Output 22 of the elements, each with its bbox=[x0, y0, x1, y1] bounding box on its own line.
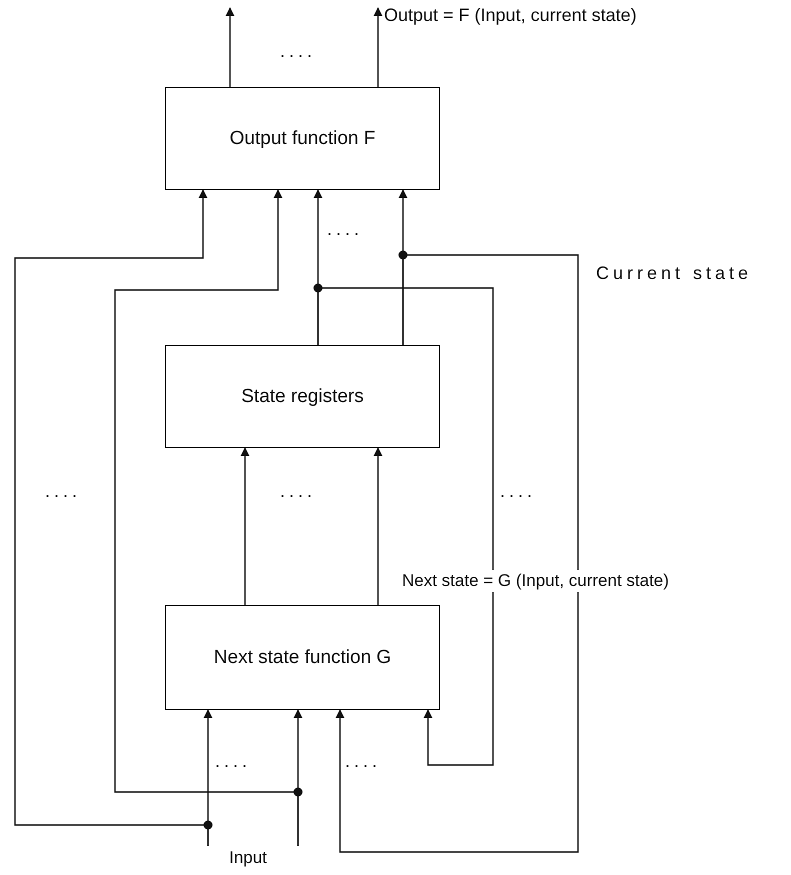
signal-label: Output = F (Input, current state) bbox=[384, 4, 684, 26]
function-block: Output function F bbox=[165, 87, 440, 190]
arrow bbox=[317, 287, 494, 766]
annotation-label: Current state bbox=[596, 262, 752, 284]
signal-label: Input bbox=[218, 846, 278, 870]
arrow bbox=[226, 7, 234, 87]
annotation-label: .... bbox=[345, 750, 382, 772]
annotation-label: .... bbox=[500, 480, 536, 502]
function-block: State registers bbox=[165, 345, 440, 448]
annotation-label: .... bbox=[45, 480, 82, 502]
annotation-label: .... bbox=[327, 218, 364, 240]
arrow bbox=[374, 447, 382, 605]
annotation-label: Next state = G (Input, current state) bbox=[402, 570, 669, 592]
arrow bbox=[240, 447, 250, 605]
arrow bbox=[14, 189, 209, 846]
annotation-label: .... bbox=[280, 480, 316, 502]
arrow bbox=[374, 7, 382, 87]
arrow bbox=[336, 254, 579, 853]
arrow bbox=[114, 189, 299, 846]
annotation-label: .... bbox=[215, 750, 252, 772]
annotation-label: .... bbox=[280, 40, 316, 62]
function-block: Next state function G bbox=[165, 605, 440, 710]
